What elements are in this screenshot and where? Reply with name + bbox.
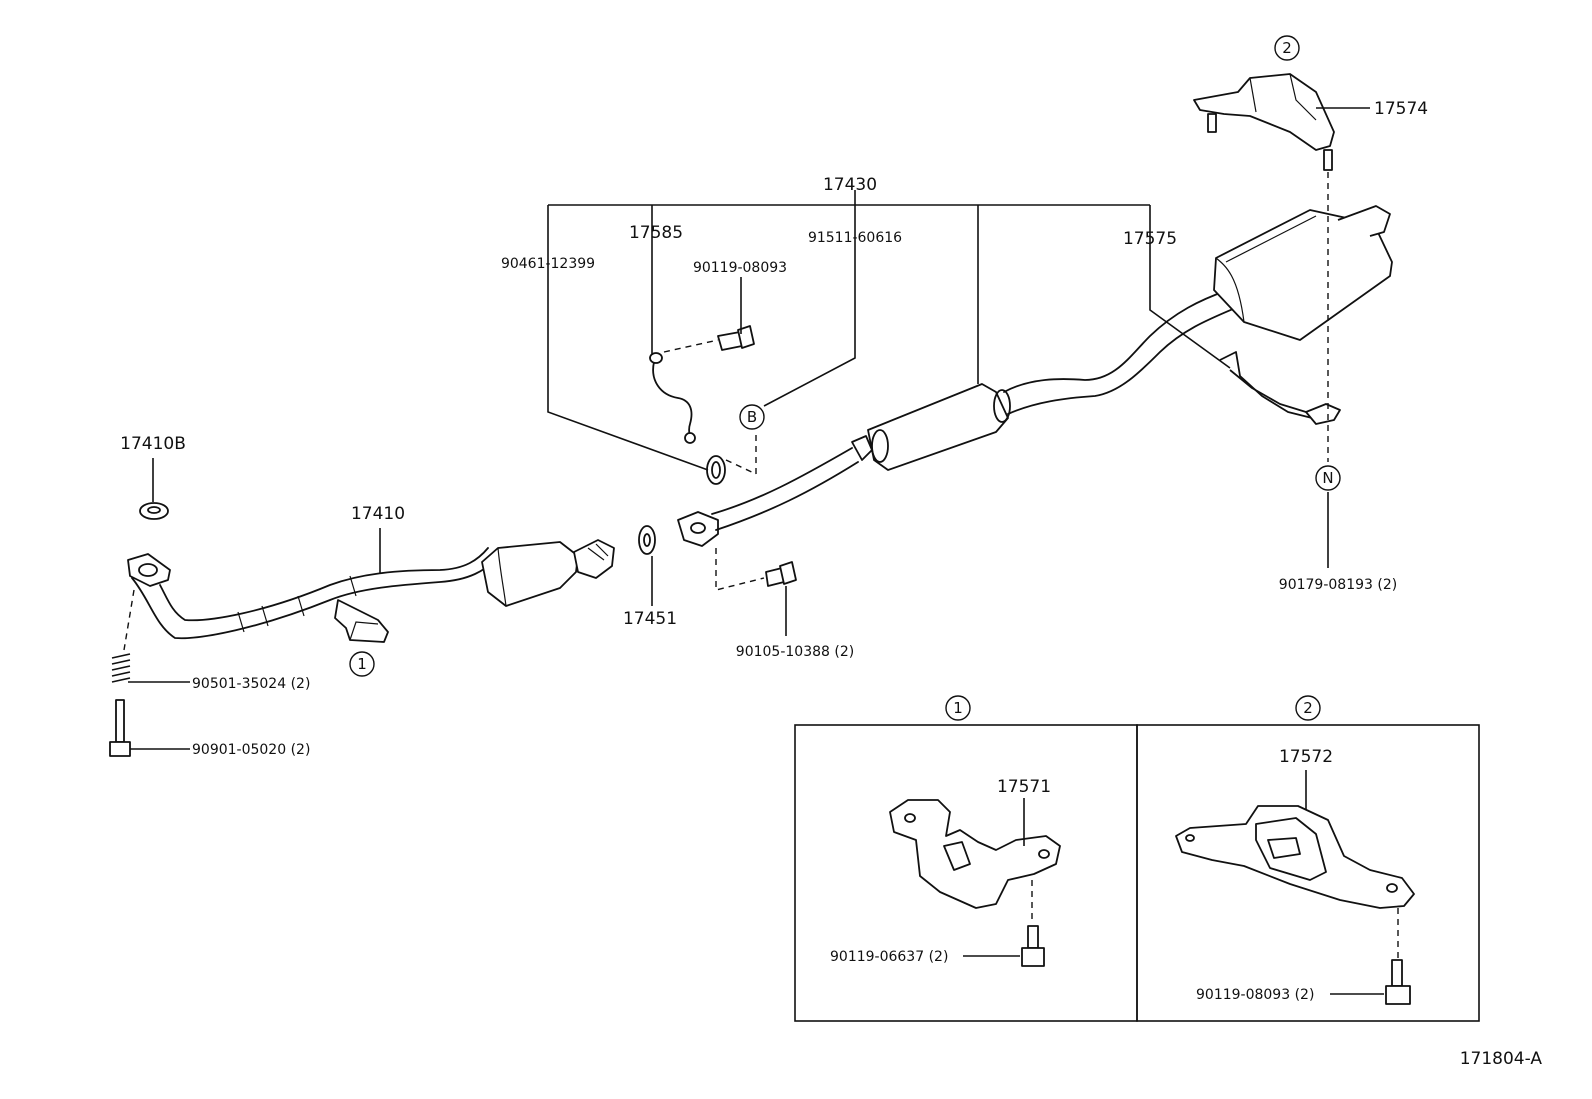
svg-text:1: 1 (953, 699, 963, 717)
label-90119-06637: 90119-06637 (2) (830, 949, 948, 965)
part-labels: 17430 17585 91511-60616 90461-12399 9011… (120, 99, 1542, 1069)
label-90119-08093-top: 90119-08093 (693, 260, 787, 276)
gasket-17410B (139, 458, 169, 520)
label-90901-05020: 90901-05020 (2) (192, 742, 310, 758)
front-exhaust-pipe-17410 (127, 528, 615, 643)
label-17410: 17410 (351, 504, 405, 524)
detail-box-1: 1 (794, 695, 1138, 1022)
diagram-code: 171804-A (1460, 1049, 1543, 1069)
label-17571: 17571 (997, 777, 1051, 797)
label-17574: 17574 (1374, 99, 1428, 119)
group-bracket-17430 (547, 190, 1231, 471)
spring-and-bolt-left (109, 589, 190, 757)
label-90105-10388: 90105-10388 (2) (736, 644, 854, 660)
label-17572: 17572 (1279, 747, 1333, 767)
gasket-17451 (638, 525, 656, 606)
detail-box-2: 2 (1136, 695, 1480, 1022)
hanger-bracket-17574 (1193, 73, 1370, 568)
label-17585: 17585 (629, 223, 683, 243)
marker-2-main: 2 (1274, 35, 1300, 61)
svg-text:1: 1 (357, 655, 367, 673)
svg-text:2: 2 (1303, 699, 1313, 717)
label-90179-08193: 90179-08193 (2) (1279, 577, 1397, 593)
label-90501-35024: 90501-35024 (2) (192, 676, 310, 692)
label-17410B: 17410B (120, 434, 186, 454)
label-91511-60616: 91511-60616 (808, 230, 902, 246)
marker-N: N (1315, 465, 1341, 491)
svg-text:N: N (1322, 469, 1333, 487)
svg-text:2: 2 (1282, 39, 1292, 57)
marker-1-main: 1 (349, 651, 375, 677)
label-17575: 17575 (1123, 229, 1177, 249)
tail-pipe-assembly-17430 (649, 205, 1393, 636)
svg-text:B: B (747, 408, 757, 426)
label-17451: 17451 (623, 609, 677, 629)
marker-B: B (739, 404, 765, 430)
label-90461-12399: 90461-12399 (501, 256, 595, 272)
label-90119-08093-box: 90119-08093 (2) (1196, 987, 1314, 1003)
label-17430: 17430 (823, 175, 877, 195)
